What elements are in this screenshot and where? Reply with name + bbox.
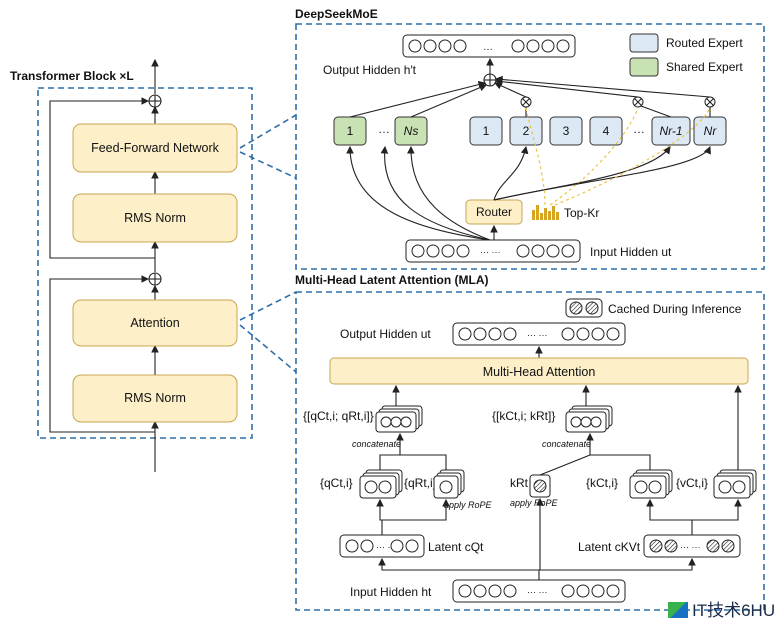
q-concat-stack [375, 405, 423, 433]
moe-output-label: Output Hidden h′t [323, 63, 417, 77]
svg-text:1: 1 [347, 124, 354, 138]
svg-text:4: 4 [603, 124, 610, 138]
qc-stack [359, 469, 403, 499]
vc-label: {vCt,i} [676, 476, 708, 490]
latent-q-label: Latent cQt [428, 540, 484, 554]
k-concatenate-label: concatenate [542, 439, 591, 449]
k-apply-rope-label: apply RoPE [510, 498, 559, 508]
svg-text:··· ···: ··· ··· [480, 247, 500, 257]
q-concat-label: {[qCt,i; qRt,i]} [303, 409, 374, 423]
mla-input-vector: ··· ··· [452, 579, 626, 603]
svg-text:Attention: Attention [130, 316, 179, 330]
qr-stack [433, 469, 465, 499]
mla-output-vector: ··· ··· [452, 322, 626, 346]
watermark-text: IT技术6HU [692, 601, 776, 620]
mla-border [295, 291, 765, 611]
routed-ellipsis: … [633, 122, 645, 136]
k-concat-label: {[kCt,i; kRt]} [492, 409, 555, 423]
legend-routed-swatch [629, 33, 659, 53]
routed-expert-3: 3 [549, 116, 583, 146]
svg-text:··· ···: ··· ··· [527, 587, 547, 597]
kr-label: kRt [510, 476, 529, 490]
q-concatenate-label: concatenate [352, 439, 401, 449]
routed-expert-nr: Nr [693, 116, 727, 146]
svg-text:Nr-1: Nr-1 [659, 124, 682, 138]
rmsnorm-top-box: RMS Norm [72, 193, 238, 243]
topk-label: Top-Kr [564, 206, 599, 220]
latent-q-vector: ··· ··· [339, 534, 425, 558]
vc-stack [713, 469, 757, 499]
watermark-logo-icon [668, 602, 688, 618]
svg-text:··· ···: ··· ··· [680, 542, 700, 552]
svg-text:··· ···: ··· ··· [527, 330, 547, 340]
moe-output-vector: … [402, 34, 576, 58]
routed-expert-nr-1: Nr-1 [651, 116, 691, 146]
svg-text:Ns: Ns [404, 124, 419, 138]
svg-text:Router: Router [476, 205, 512, 219]
kc-stack [629, 469, 673, 499]
cached-legend-icon [565, 298, 603, 318]
svg-text:RMS Norm: RMS Norm [124, 391, 186, 405]
qc-label: {qCt,i} [320, 476, 353, 490]
svg-text:Nr: Nr [704, 124, 718, 138]
svg-text:1: 1 [483, 124, 490, 138]
k-concat-stack [565, 405, 613, 433]
topk-bars-icon [532, 205, 559, 220]
routed-expert-4: 4 [589, 116, 623, 146]
attention-box: Attention [72, 299, 238, 347]
svg-text:2: 2 [523, 124, 530, 138]
mha-box: Multi-Head Attention [329, 357, 749, 385]
shared-ellipsis: … [378, 122, 390, 136]
svg-text:Multi-Head Attention: Multi-Head Attention [483, 365, 596, 379]
shared-expert-1: 1 [333, 116, 367, 146]
svg-text:…: … [483, 42, 493, 53]
mla-title: Multi-Head Latent Attention (MLA) [295, 273, 489, 287]
watermark: IT技术6HU [668, 596, 775, 621]
cached-legend-label: Cached During Inference [608, 302, 742, 316]
routed-expert-1: 1 [469, 116, 503, 146]
routed-expert-2: 2 [509, 116, 543, 146]
transformer-block-border [37, 87, 253, 439]
shared-expert-ns: Ns [394, 116, 428, 146]
svg-text:RMS Norm: RMS Norm [124, 211, 186, 225]
transformer-title: Transformer Block ×L [10, 69, 134, 83]
qr-label: {qRt,i} [404, 476, 437, 490]
legend-shared-label: Shared Expert [666, 60, 743, 74]
latent-kv-vector: ··· ··· [643, 534, 741, 558]
router-box: Router [465, 199, 523, 225]
moe-input-label: Input Hidden ut [590, 245, 672, 259]
moe-input-vector: ··· ··· [405, 239, 581, 263]
kr-vector [529, 474, 551, 498]
latent-kv-label: Latent cKVt [578, 540, 641, 554]
legend-shared-swatch [629, 57, 659, 77]
moe-title: DeepSeekMoE [295, 7, 378, 21]
rmsnorm-bottom-box: RMS Norm [72, 374, 238, 423]
ffn-box: Feed-Forward Network [72, 123, 238, 173]
q-apply-rope-label: apply RoPE [444, 500, 493, 510]
moe-border [295, 23, 765, 270]
svg-text:··· ···: ··· ··· [376, 542, 396, 552]
mla-output-label: Output Hidden ut [340, 327, 431, 341]
svg-text:3: 3 [563, 124, 570, 138]
legend-routed-label: Routed Expert [666, 36, 743, 50]
mla-input-label: Input Hidden ht [350, 585, 432, 599]
kc-label: {kCt,i} [586, 476, 618, 490]
svg-text:Feed-Forward Network: Feed-Forward Network [91, 141, 220, 155]
